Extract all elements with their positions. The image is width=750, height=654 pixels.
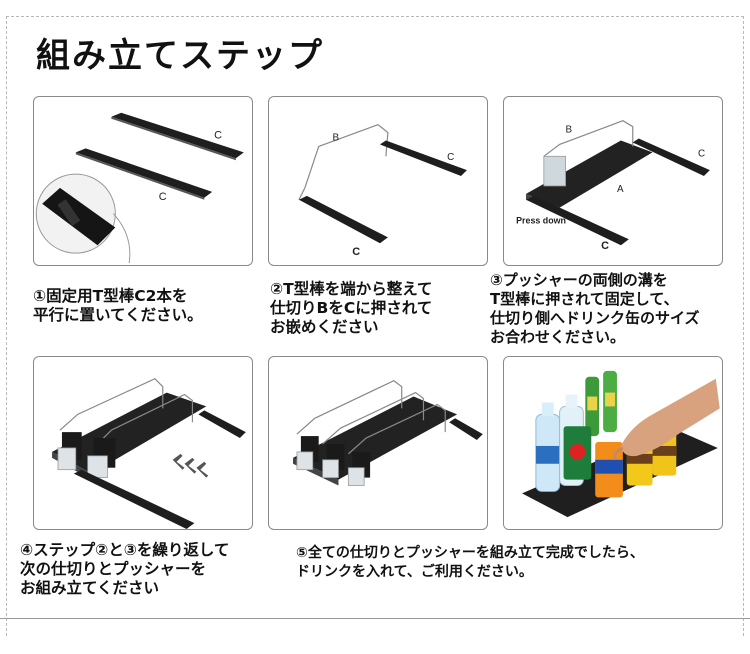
label-b: B bbox=[566, 125, 573, 136]
zoom-detail bbox=[35, 173, 116, 254]
label-c-front: C bbox=[352, 246, 360, 258]
label-c-right: C bbox=[698, 148, 705, 159]
pusher-blocks bbox=[57, 432, 116, 478]
step-1-image: C C bbox=[33, 96, 253, 266]
bottle-water bbox=[535, 402, 561, 492]
step-5-image bbox=[268, 356, 488, 530]
page-title: 組み立てステップ bbox=[36, 36, 324, 76]
can-green bbox=[563, 426, 592, 480]
pusher-blocks bbox=[296, 436, 371, 486]
divider-b bbox=[298, 123, 389, 201]
page-frame bbox=[6, 16, 744, 636]
bottom-rule bbox=[0, 618, 750, 619]
t-bar-c-right bbox=[198, 410, 246, 439]
label-c-upper: C bbox=[214, 130, 222, 142]
label-b: B bbox=[333, 132, 340, 143]
label-c-front: C bbox=[601, 240, 609, 252]
finished-photo bbox=[503, 356, 723, 530]
step-2-image: B C C bbox=[268, 96, 488, 266]
t-bar-c-upper bbox=[111, 112, 244, 161]
step-1-caption: ①固定用T型棒C2本を 平行に置いてください。 bbox=[33, 287, 203, 324]
label-a: A bbox=[617, 184, 624, 195]
t-bar-c-right bbox=[632, 138, 710, 177]
t-bar-c-front bbox=[526, 195, 629, 246]
t-bar-c-front bbox=[298, 195, 388, 244]
label-c-lower: C bbox=[159, 191, 167, 203]
arrow-icon bbox=[172, 453, 209, 478]
divider-front bbox=[59, 378, 164, 431]
step-4-caption: ④ステップ②と③を繰り返して 次の仕切りとプッシャーを お組み立てください bbox=[20, 541, 230, 597]
step-3-image: B C A Press down C bbox=[503, 96, 723, 266]
t-bar-c-right bbox=[449, 418, 483, 441]
t-bar-c-right bbox=[379, 140, 467, 177]
hand bbox=[613, 378, 720, 461]
t-bar-c-front bbox=[73, 469, 195, 529]
label-press-down: Press down bbox=[516, 215, 566, 225]
step-4-image bbox=[33, 356, 253, 530]
step-3-caption: ③プッシャーの両側の溝を T型棒に押されて固定して、 仕切り側へドリンク缶のサイ… bbox=[490, 271, 700, 346]
dividers bbox=[296, 380, 446, 455]
bottles-green bbox=[585, 370, 617, 437]
step-2-caption: ②T型棒を端から整えて 仕切りBをCに押されて お嵌めください bbox=[270, 280, 433, 336]
label-c-right: C bbox=[447, 152, 454, 163]
divider-b bbox=[543, 120, 634, 187]
step-5-caption: ⑤全ての仕切りとプッシャーを組み立て完成でしたら、 ドリンクを入れて、ご利用くだ… bbox=[296, 545, 644, 580]
t-bar-c-lower bbox=[75, 148, 213, 200]
divider-middle bbox=[95, 393, 194, 447]
